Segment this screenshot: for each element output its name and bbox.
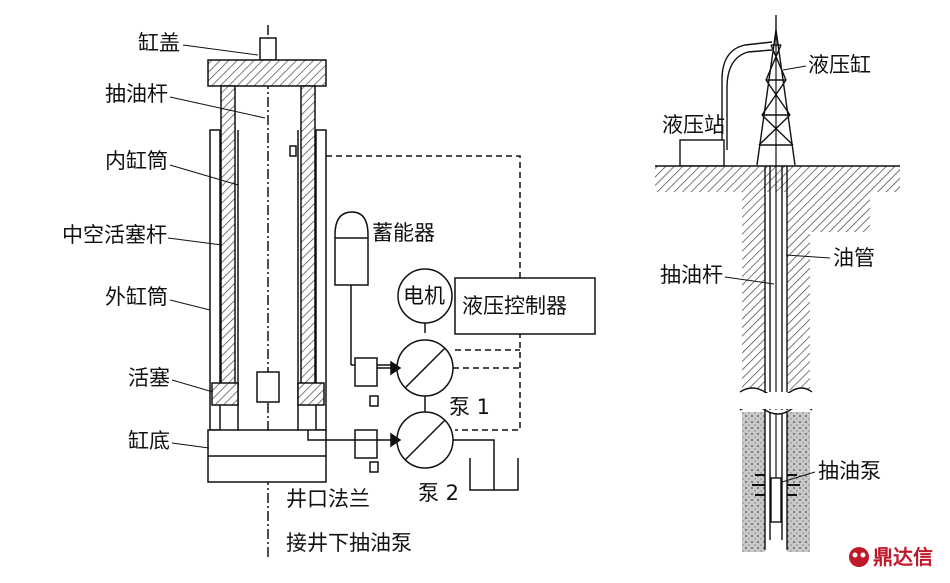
perforations — [752, 474, 800, 496]
watermark-text: 鼎达信 — [873, 545, 933, 569]
valve-1 — [354, 357, 378, 387]
cylinder-cover — [207, 59, 327, 87]
label-pump-1: 泵 1 — [449, 395, 490, 419]
downhole-pump — [770, 477, 782, 523]
hydraulic-station — [679, 139, 725, 167]
left-diagram — [207, 25, 596, 560]
piston-right — [297, 382, 325, 406]
label-inner-cylinder: 内缸筒 — [105, 149, 168, 173]
derrick — [756, 15, 796, 166]
label-motor: 电机 — [403, 284, 445, 308]
rod-coupling — [256, 371, 280, 403]
label-piston: 活塞 — [128, 366, 170, 390]
left-labels: 缸盖 抽油杆 内缸筒 中空活塞杆 外缸筒 活塞 缸底 蓄能器 电机 液压控制器 … — [62, 31, 567, 555]
right-diagram — [655, 15, 900, 552]
watermark-logo-icon — [849, 547, 869, 567]
label-cylinder-cover: 缸盖 — [138, 31, 180, 55]
label-hydraulic-controller: 液压控制器 — [462, 294, 567, 318]
label-hydraulic-station: 液压站 — [662, 113, 725, 137]
piston-left — [211, 382, 239, 406]
label-wellhead-flange: 井口法兰 — [286, 487, 370, 511]
label-hollow-piston-rod: 中空活塞杆 — [62, 223, 167, 247]
soil-left — [742, 192, 765, 390]
watermark: 鼎达信 — [849, 545, 933, 569]
soil-right — [810, 192, 870, 232]
ground-surface — [655, 166, 900, 192]
label-cylinder-bottom: 缸底 — [128, 429, 170, 453]
label-connect-downhole-pump: 接井下抽油泵 — [286, 531, 412, 555]
label-accumulator: 蓄能器 — [372, 221, 435, 245]
pump-2-symbol — [390, 411, 454, 469]
label-oil-pump: 抽油泵 — [818, 459, 881, 483]
label-hydraulic-cylinder: 液压缸 — [808, 53, 871, 77]
rod-top — [259, 37, 277, 61]
pump-1-symbol — [390, 339, 454, 397]
right-labels: 液压缸 液压站 油管 抽油杆 抽油泵 — [660, 53, 881, 483]
hollow-piston-rod-left — [220, 85, 236, 387]
label-tubing: 油管 — [833, 246, 875, 270]
label-pump-2: 泵 2 — [418, 481, 459, 505]
hollow-piston-rod-right — [300, 85, 316, 387]
valve-2 — [354, 429, 378, 459]
label-sucker-rod: 抽油杆 — [105, 82, 168, 106]
label-sucker-rod-right: 抽油杆 — [660, 263, 723, 287]
label-outer-cylinder: 外缸筒 — [105, 285, 168, 309]
controller-box — [454, 277, 596, 335]
side-port — [289, 145, 297, 157]
